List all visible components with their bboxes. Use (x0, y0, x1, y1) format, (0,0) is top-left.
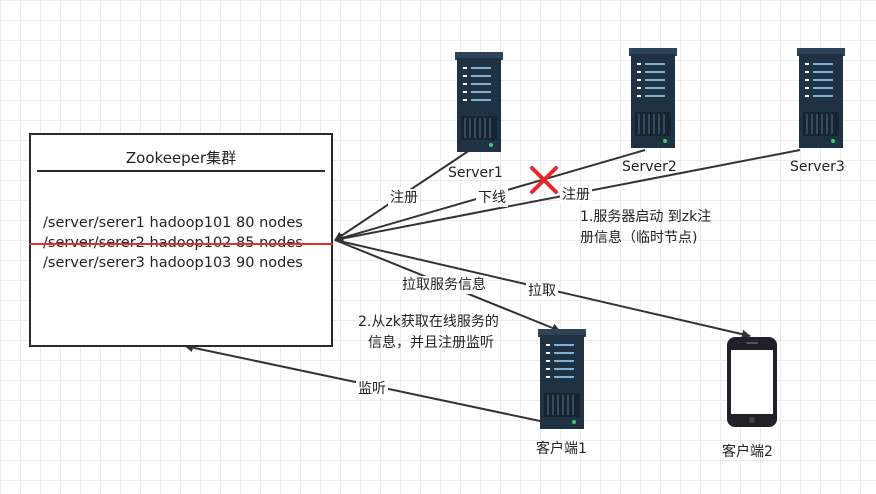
znode-server2-strikethrough (29, 243, 333, 245)
edge-label-client1-pull: 拉取服务信息 (400, 276, 488, 294)
step1-note-line2: 册信息（临时节点) (580, 230, 698, 246)
client2-label: 客户端2 (722, 444, 773, 460)
server-icon (797, 48, 845, 148)
server3-label: Server3 (790, 159, 845, 175)
server-icon (629, 48, 677, 148)
step2-note-line1: 2.从zk获取在线服务的 (358, 314, 499, 330)
server-icon (455, 52, 503, 152)
offline-x-icon (530, 166, 558, 194)
client1-label: 客户端1 (536, 441, 587, 457)
step1-note-line1: 1.服务器启动 到zk注 (580, 209, 712, 225)
server2-label: Server2 (622, 159, 677, 175)
step2-note-line2: 信息，并且注册监听 (368, 335, 494, 351)
znode-server1: /server/serer1 hadoop101 80 nodes (43, 215, 303, 231)
edge-label-server1-register: 注册 (388, 189, 420, 207)
server1-label: Server1 (448, 165, 503, 181)
edge-label-client2-pull: 拉取 (526, 282, 558, 300)
edge-label-server2-offline: 下线 (476, 189, 508, 207)
cluster-title-divider (37, 170, 325, 172)
zookeeper-cluster-box: Zookeeper集群 /server/serer1 hadoop101 80 … (29, 133, 333, 347)
phone-icon (727, 337, 777, 427)
znode-server3: /server/serer3 hadoop103 90 nodes (43, 255, 303, 271)
server-icon (538, 329, 586, 429)
edge-label-server3-register: 注册 (560, 186, 592, 204)
cluster-title: Zookeeper集群 (125, 149, 237, 167)
edge-label-client1-watch: 监听 (356, 380, 388, 398)
